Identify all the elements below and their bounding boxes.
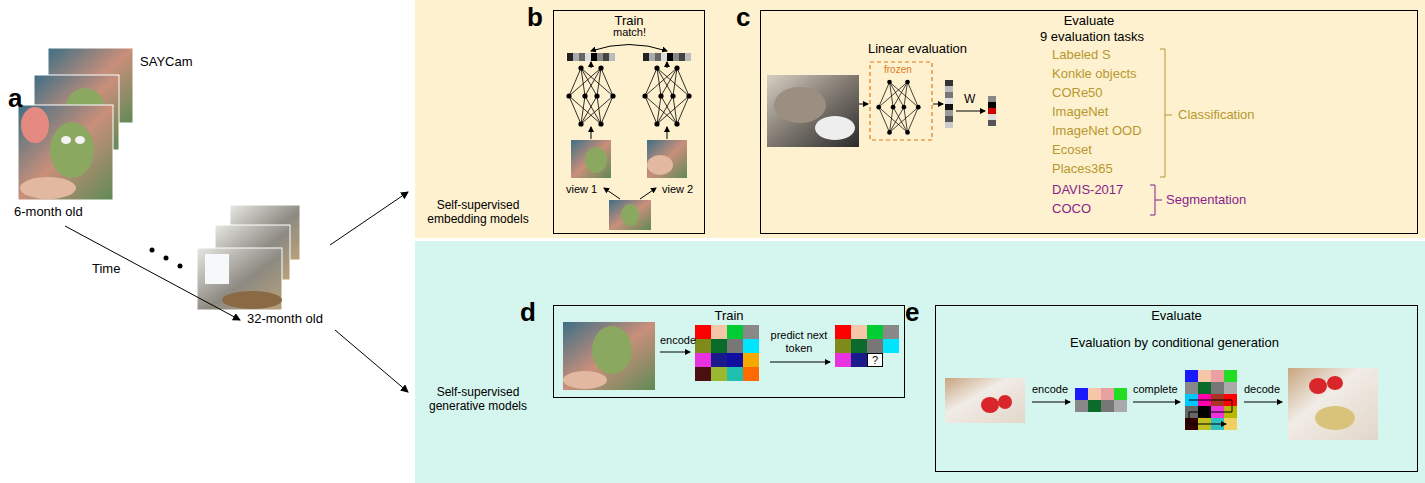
task-name: Ecoset (1052, 143, 1092, 158)
group-label: Segmentation (1166, 193, 1246, 208)
model-band: Self-supervised embedding models Train Eva… (415, 0, 1425, 238)
task-name: Konkle objects (1052, 67, 1137, 82)
model-band: Self-supervised generative modelsTrainEv… (415, 241, 1425, 483)
band-label: Self-supervised generative models (418, 385, 538, 413)
axis-label: Time (92, 262, 120, 277)
panel-title: Train (554, 13, 704, 28)
task-name: CORe50 (1052, 86, 1103, 101)
task-name: Labeled S (1052, 48, 1111, 63)
panel-letter: b (527, 3, 543, 33)
step-label: view 1 (566, 183, 597, 196)
panel-title: Evaluate (936, 308, 1417, 323)
age-label: 6-month old (14, 205, 83, 220)
panel-letter: c (736, 3, 750, 33)
panel-letter: a (8, 84, 22, 114)
panel-box: Train (553, 305, 905, 398)
panel-box: Train (553, 10, 705, 234)
task-name: Places365 (1052, 162, 1113, 177)
group-label: Classification (1178, 108, 1255, 123)
task-name: ImageNet OOD (1052, 124, 1142, 139)
band-label: Self-supervised embedding models (418, 198, 538, 226)
frozen-label: frozen (884, 64, 912, 76)
step-label: encode (660, 334, 696, 347)
panel-title: Train (554, 308, 904, 323)
task-name: COCO (1052, 202, 1091, 217)
panel-letter: e (905, 298, 919, 328)
task-name: DAVIS-2017 (1052, 183, 1123, 198)
dataset-label: SAYCam (140, 55, 193, 70)
step-label: match! (613, 26, 646, 39)
panel-title: Evaluate (761, 13, 1417, 28)
step-label: view 2 (662, 183, 693, 196)
step-label: predict next token (768, 329, 830, 354)
step-label: decode (1244, 383, 1280, 396)
step-label: Linear evaluation (868, 42, 967, 57)
step-heading: Evaluation by conditional generation (1070, 336, 1279, 351)
panel-letter: d (520, 298, 536, 328)
weight-label: W (964, 93, 975, 107)
step-label: complete (1133, 383, 1178, 396)
unknown-token: ? (867, 353, 883, 367)
step-label: encode (1032, 383, 1068, 396)
list-heading: 9 evaluation tasks (1040, 30, 1144, 45)
age-label: 32-month old (247, 312, 323, 327)
task-name: ImageNet (1052, 105, 1108, 120)
